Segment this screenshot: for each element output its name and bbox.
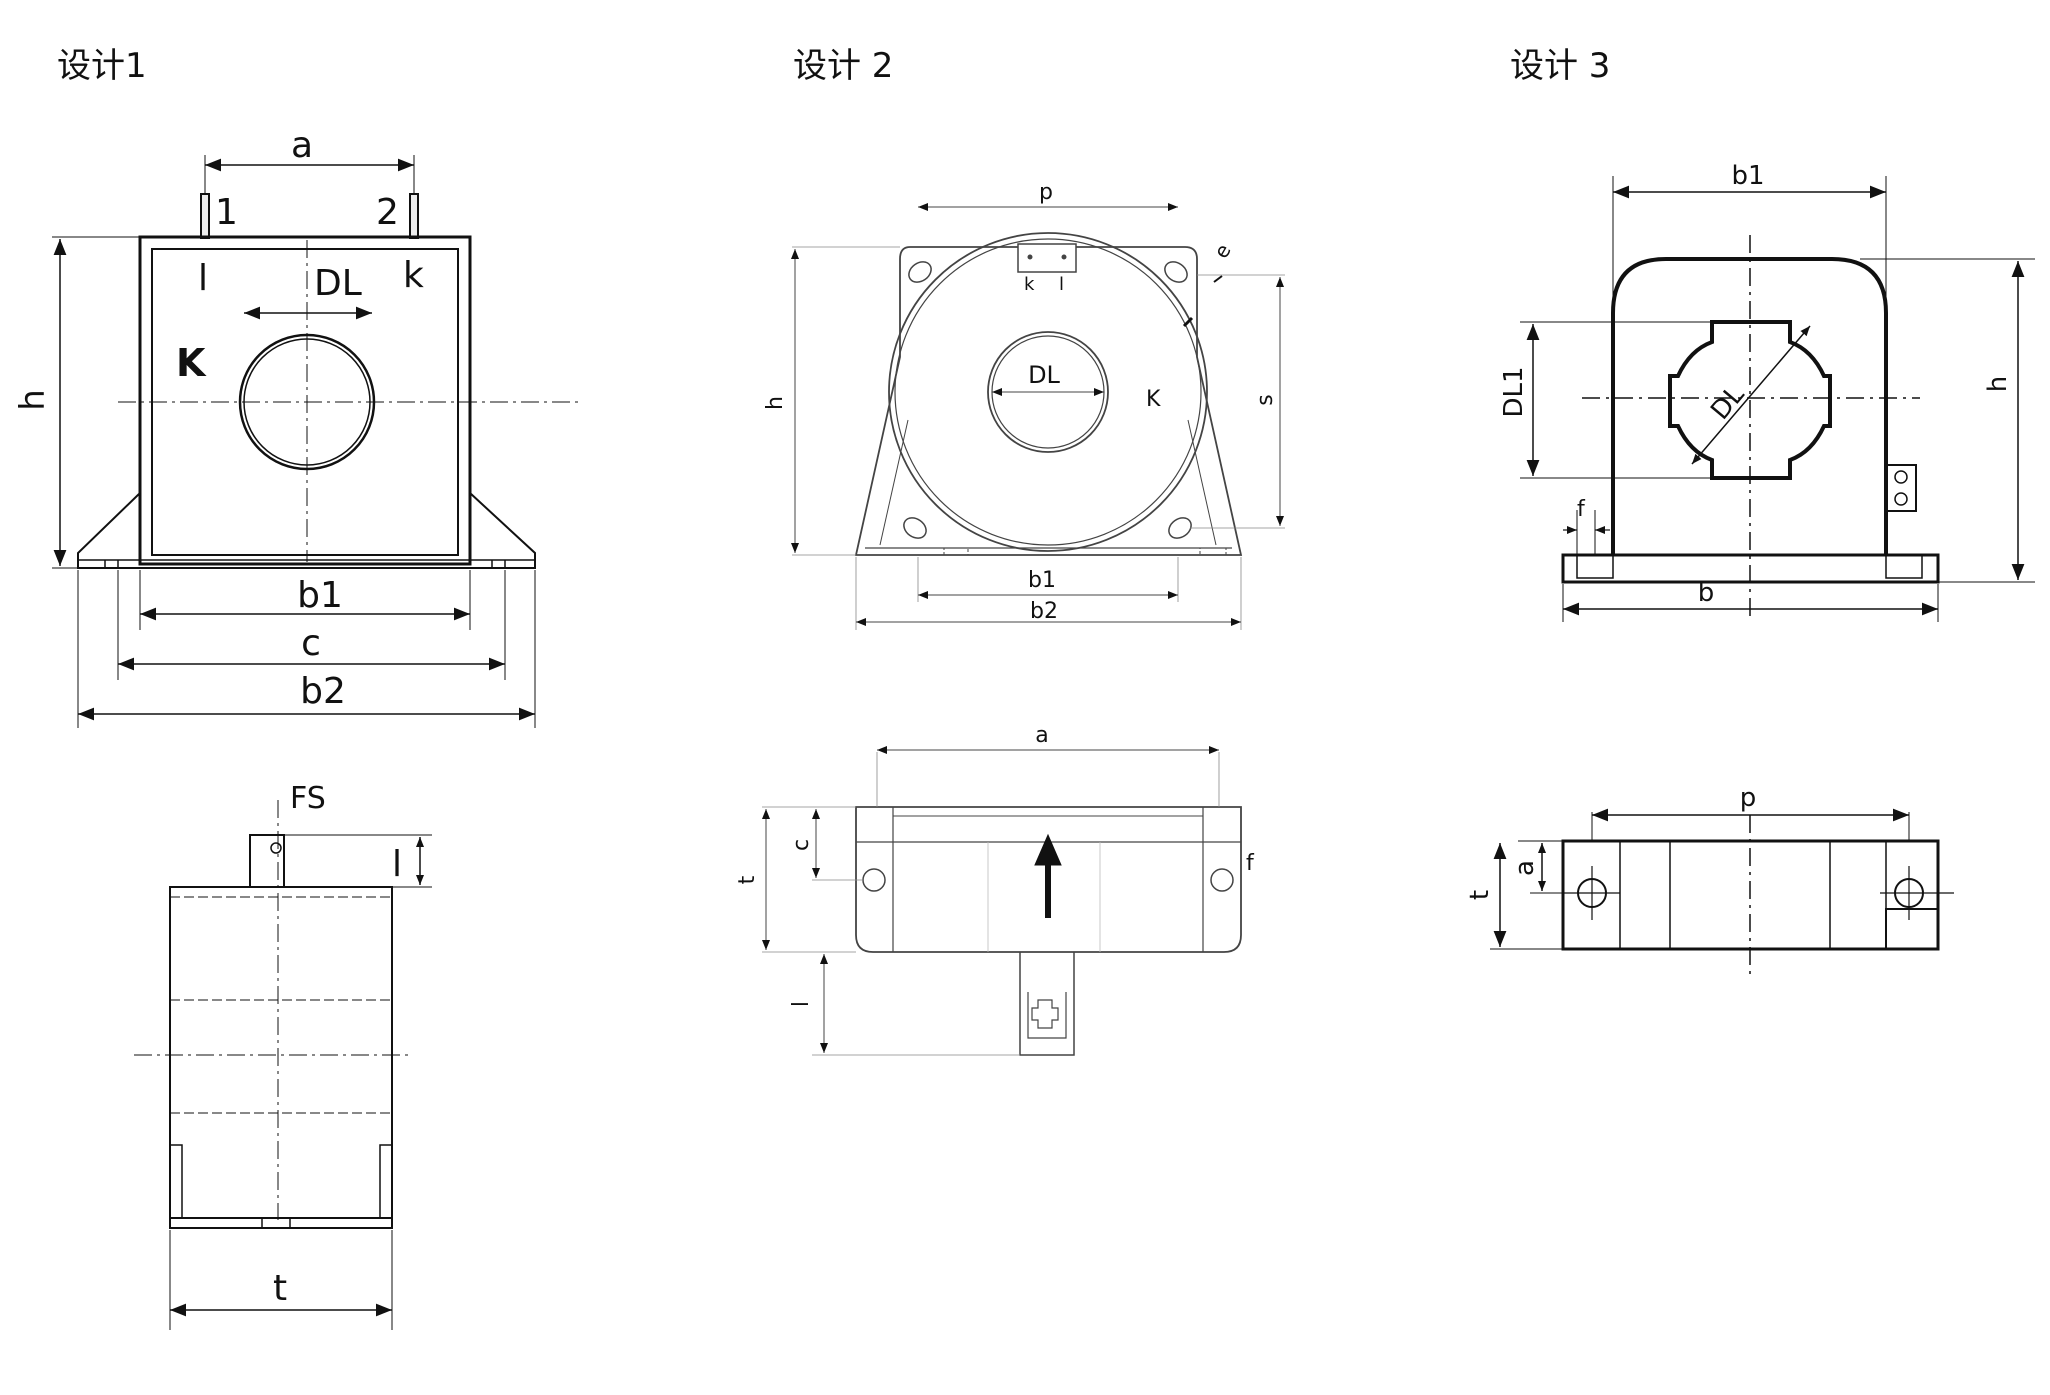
d1-dim-c: c [301,623,321,664]
d1-mark-k: k [403,255,424,296]
d2-mark-k: k [1024,274,1035,295]
d1-terminal-2: 2 [376,192,399,233]
design1-front-labels: a 1 2 l k DL K h b1 c b2 [13,125,424,712]
d3-dim-h: h [1983,376,2013,392]
d2-dim-h: h [763,396,788,410]
d3-dim-DL1: DL1 [1499,366,1529,417]
design3-title: 设计 3 [1510,46,1611,86]
d1-side-t: t [273,1268,287,1309]
design2-side-view [762,746,1242,1056]
d2-dim-s: s [1253,394,1278,405]
design3-side-view [1490,808,1954,975]
d1-dim-b1: b1 [297,575,343,616]
design3-side-labels: p a t [1465,783,1756,900]
d3-dim-DL: DL [1705,380,1750,426]
d3-side-t: t [1465,890,1495,900]
d1-dim-b2: b2 [300,671,346,712]
design1-front-view [52,155,580,728]
d1-side-l: l [392,844,402,885]
d1-side-FS: FS [290,781,326,816]
d1-dim-DL: DL [314,263,362,304]
d1-mark-K: K [176,341,207,385]
d2-side-t: t [735,875,760,884]
d3-dim-b: b [1698,578,1715,608]
d1-terminal-1: 1 [215,192,238,233]
design3-front-labels: b1 h DL1 DL f b [1499,161,2013,608]
d1-dim-h: h [13,389,53,411]
d2-side-a: a [1035,723,1048,748]
d2-dim-p: p [1039,180,1053,205]
d2-dim-b2: b2 [1030,599,1058,624]
design1-title: 设计1 [57,46,147,86]
d1-dim-a: a [291,125,313,166]
d2-mark-l: l [1059,274,1064,295]
d2-dim-e: e [1209,240,1236,263]
d3-side-p: p [1740,783,1757,813]
d2-dim-DL: DL [1028,361,1060,389]
design2-side-labels: a c t f l [735,723,1255,1007]
design1-side-view [134,800,432,1330]
d2-dim-b1: b1 [1028,568,1056,593]
design2-title: 设计 2 [793,46,894,86]
d3-dim-b1: b1 [1731,161,1764,191]
d2-side-f: f [1246,851,1255,876]
design2-front-view [791,203,1285,630]
d2-side-c: c [789,839,814,851]
design1-side-labels: FS l t [273,781,402,1309]
d3-side-a: a [1510,860,1540,876]
d2-side-l: l [789,1001,814,1007]
d3-dim-f: f [1577,497,1586,522]
d1-mark-l: l [198,258,208,299]
design3-front-view [1520,176,2035,622]
d2-mark-K: K [1146,387,1161,412]
